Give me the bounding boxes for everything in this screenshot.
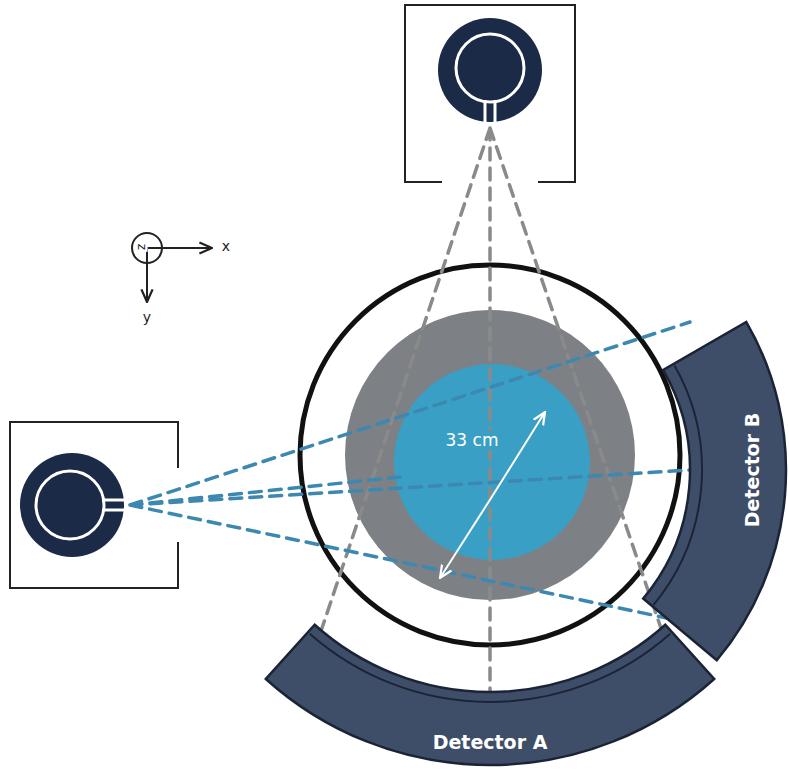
dimension-arrow (440, 495, 493, 578)
axis-label: y (141, 310, 153, 325)
axis-symbol (132, 233, 212, 302)
detector-label: Detector A (433, 731, 548, 753)
axis-label: z (134, 242, 147, 252)
dimension-arrow (493, 412, 545, 495)
beam-lines (130, 128, 700, 698)
dimension-label: 33 cm (444, 431, 501, 450)
axis-label: x (220, 239, 232, 254)
detector-label: Detector B (741, 413, 763, 528)
detector-band: Detector B (630, 290, 789, 680)
detector-outline (630, 290, 789, 680)
detector-band: Detector A (230, 600, 740, 773)
